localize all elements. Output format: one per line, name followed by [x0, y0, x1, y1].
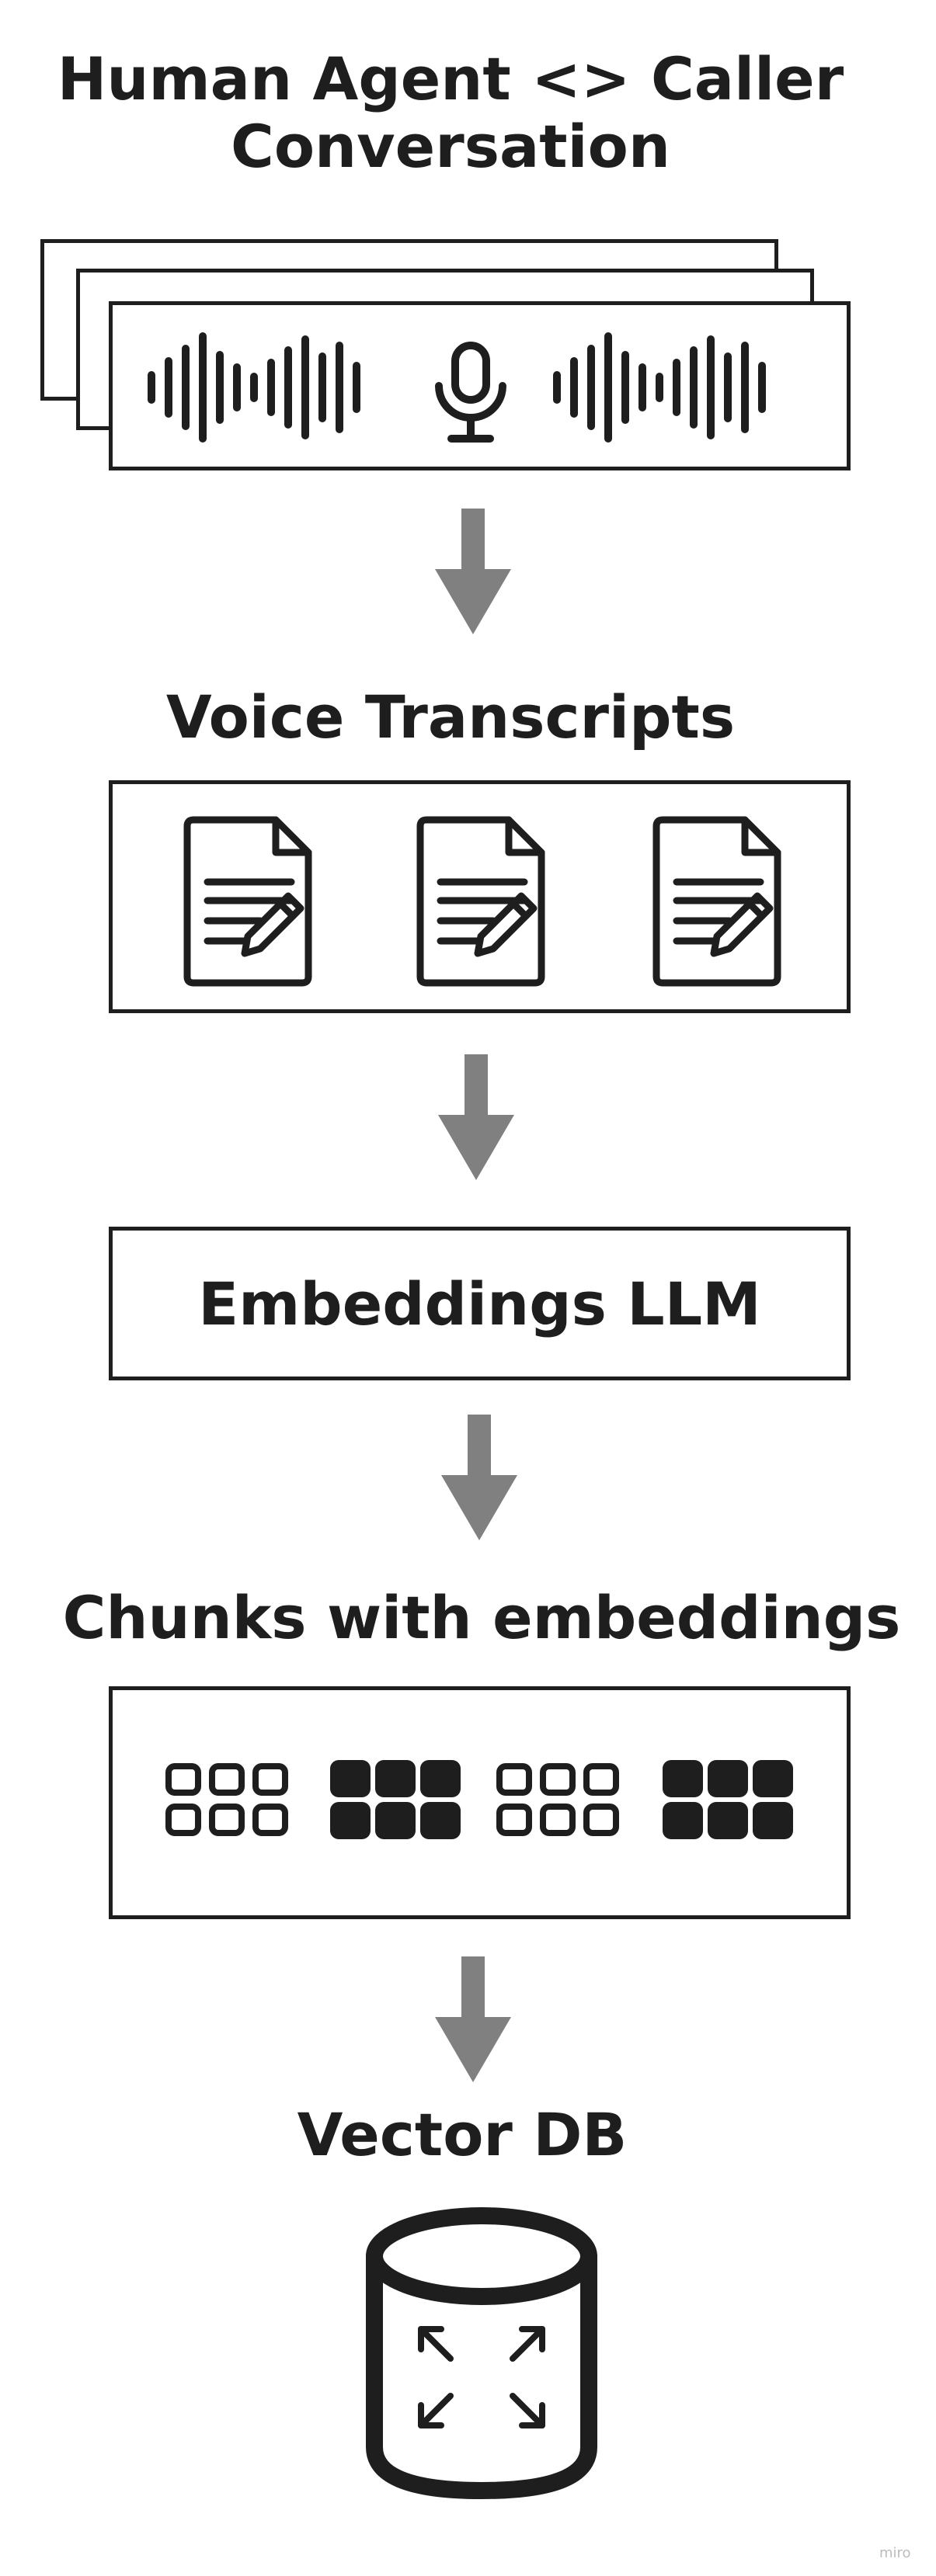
audio-waveform-microphone-icon — [148, 332, 766, 443]
conversation-title-line1: Human Agent <> Caller — [57, 44, 844, 113]
embeddings-llm-box: Embeddings LLM — [109, 1227, 851, 1380]
chunks-box — [109, 1686, 851, 1919]
database-cylinder-icon — [366, 2207, 597, 2499]
transcripts-box — [109, 780, 851, 1013]
miro-watermark: miro — [879, 2545, 911, 2561]
conversation-title-line2: Conversation — [231, 112, 670, 182]
flow-arrow-3 — [441, 1415, 517, 1540]
flow-arrow-4 — [435, 1956, 511, 2082]
vector-db-title: Vector DB — [297, 2100, 628, 2169]
document-edit-icon — [113, 784, 847, 1009]
conversation-title: Human Agent <> Caller Conversation — [0, 45, 901, 181]
voice-transcripts-title: Voice Transcripts — [165, 682, 736, 752]
grid-chunk-icon — [113, 1760, 793, 1839]
chunks-title: Chunks with embeddings — [62, 1583, 901, 1652]
embeddings-llm-label: Embeddings LLM — [198, 1269, 761, 1338]
audio-card-front — [109, 301, 851, 470]
flow-arrow-2 — [438, 1054, 514, 1180]
flow-arrow-1 — [435, 509, 511, 634]
